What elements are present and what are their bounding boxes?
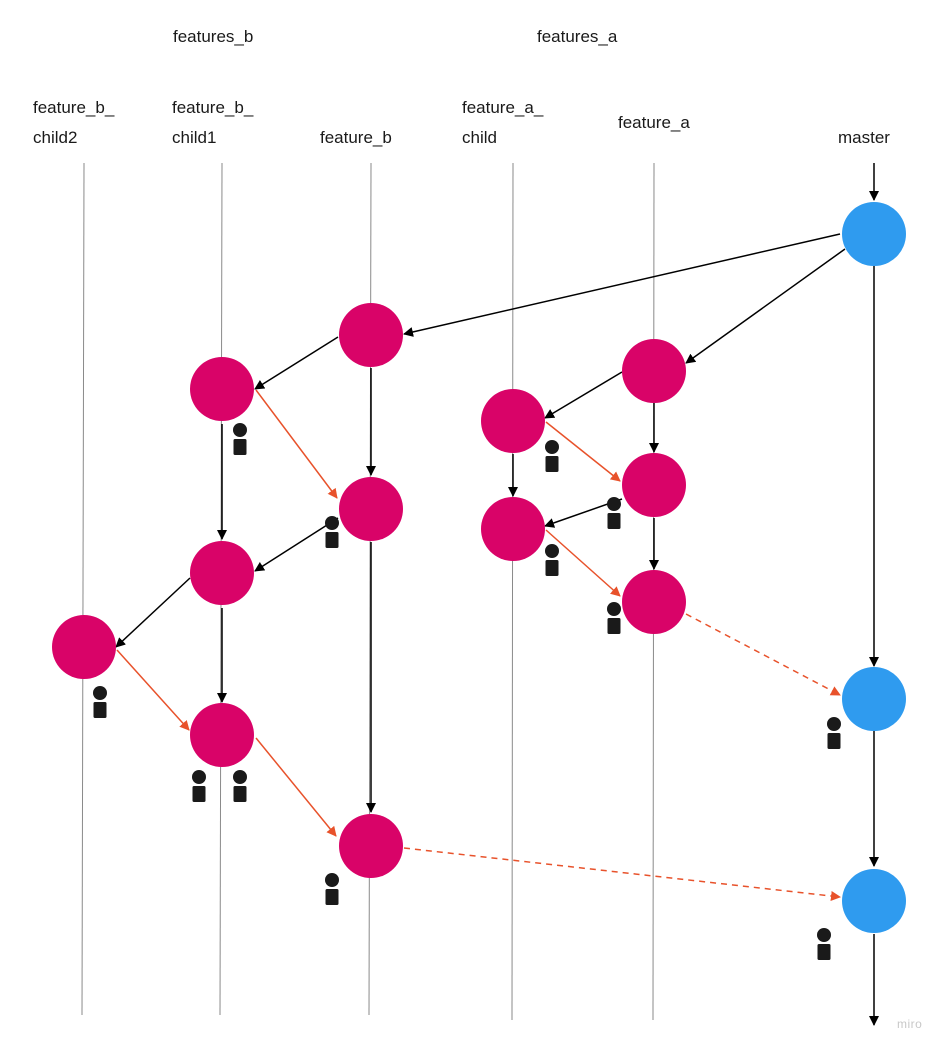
lifeline-feature-a-child	[511, 162, 514, 1021]
feature-b-to-child1-arrow-2	[254, 517, 339, 572]
feature-a-commit-2[interactable]	[622, 453, 686, 517]
person-icon	[233, 423, 247, 455]
feature-b-to-child1-arrow	[254, 336, 339, 390]
child1-merge-to-feature-b	[255, 389, 338, 499]
feature-a-child-commit-2[interactable]	[481, 497, 545, 561]
branch-label-feature-b-child2: feature_b_	[33, 98, 115, 117]
person-icon	[607, 602, 621, 634]
reviewer-icons	[93, 423, 841, 960]
branch-label-feature-a: feature_a	[618, 113, 690, 132]
master-commit-1[interactable]	[842, 202, 906, 266]
master-to-feature-a-arrow	[685, 248, 846, 364]
feature-b-child1-commit-3[interactable]	[190, 703, 254, 767]
person-icon	[325, 873, 339, 905]
person-icon	[827, 717, 841, 749]
person-icon	[325, 516, 339, 548]
person-icon	[545, 544, 559, 576]
branch-label-master: master	[838, 128, 890, 147]
child1-merge-to-feature-b-2	[255, 737, 337, 837]
feature-b-child2-commit-1[interactable]	[52, 615, 116, 679]
feature-b-commit-3[interactable]	[339, 814, 403, 878]
branch-label-feature-a-child-line2: child	[462, 128, 497, 147]
master-commit-2[interactable]	[842, 667, 906, 731]
feature-a-commit-1[interactable]	[622, 339, 686, 403]
miro-watermark: miro	[897, 1017, 922, 1031]
child1-to-child2-arrow	[115, 577, 191, 648]
person-icon	[93, 686, 107, 718]
feature-a-commit-3[interactable]	[622, 570, 686, 634]
person-icon	[545, 440, 559, 472]
person-icon	[607, 497, 621, 529]
feature-b-child1-commit-1[interactable]	[190, 357, 254, 421]
feature-b-merge-to-master	[403, 847, 841, 901]
feature-b-commit-2[interactable]	[339, 477, 403, 541]
group-label-features-b: features_b	[173, 27, 253, 46]
feature-a-child-merge-1	[545, 421, 621, 482]
flow-arrows	[115, 163, 879, 1026]
branch-label-feature-b-child2-line2: child2	[33, 128, 77, 147]
child2-merge-to-child1	[116, 649, 190, 731]
feature-a-to-child-arrow	[544, 371, 623, 419]
master-commit-3[interactable]	[842, 869, 906, 933]
master-to-feature-b-arrow	[403, 233, 841, 337]
branch-label-feature-b-child1: feature_b_	[172, 98, 254, 117]
branch-label-feature-b: feature_b	[320, 128, 392, 147]
person-icon	[817, 928, 831, 960]
person-icon	[233, 770, 247, 802]
merge-arrows	[116, 389, 841, 901]
feature-a-child-merge-2	[545, 529, 621, 597]
person-icon	[192, 770, 206, 802]
feature-b-commit-1[interactable]	[339, 303, 403, 367]
feature-b-child1-commit-2[interactable]	[190, 541, 254, 605]
feature-a-merge-to-master	[685, 613, 841, 696]
commit-nodes	[52, 202, 906, 933]
lifeline-feature-b-child2	[81, 162, 85, 1016]
branch-label-feature-b-child1-line2: child1	[172, 128, 216, 147]
branch-label-feature-a-child: feature_a_	[462, 98, 544, 117]
feature-a-child-commit-1[interactable]	[481, 389, 545, 453]
branch-lines	[81, 162, 655, 1021]
group-label-features-a: features_a	[537, 27, 618, 46]
